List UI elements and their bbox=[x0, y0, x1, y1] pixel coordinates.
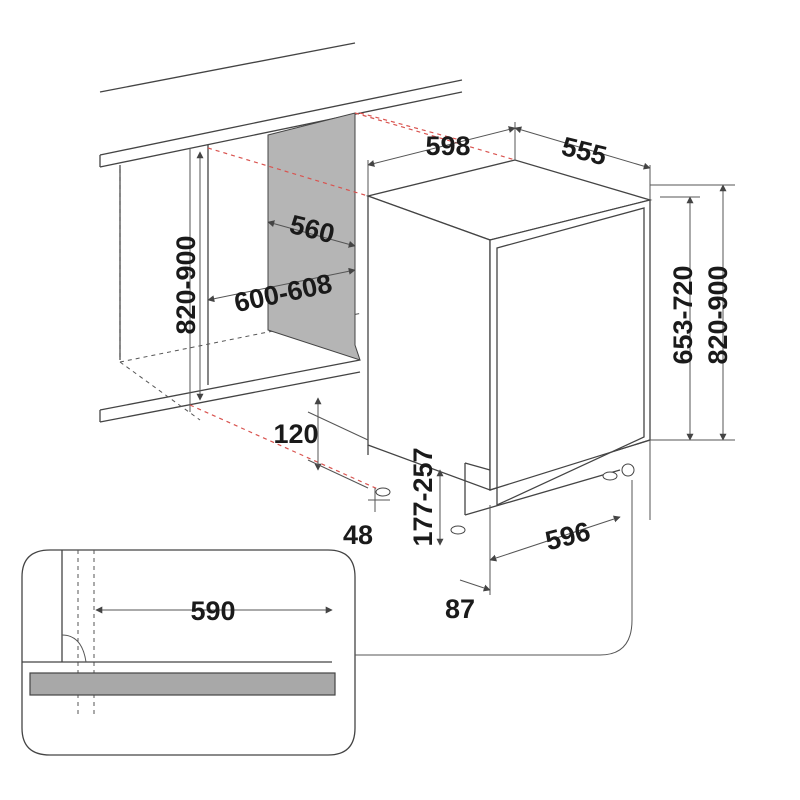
offset-label: 87 bbox=[445, 594, 475, 624]
appliance-height-min-label: 653-720 bbox=[668, 265, 698, 364]
cabinet-outline bbox=[99, 42, 463, 423]
appliance-height-max-label: 820-900 bbox=[703, 265, 733, 364]
dimension-lines bbox=[196, 122, 735, 595]
detail-inset bbox=[21, 480, 633, 756]
niche-height-label: 820-900 bbox=[171, 235, 201, 334]
door-width-label: 596 bbox=[542, 516, 593, 556]
dishwasher-body bbox=[365, 159, 653, 535]
width-label: 598 bbox=[425, 131, 470, 161]
detail-width-label: 590 bbox=[190, 596, 235, 626]
plinth-depth-label: 177-257 bbox=[408, 447, 438, 546]
plinth-label: 120 bbox=[273, 419, 318, 449]
depth-label: 555 bbox=[559, 131, 610, 171]
foot-gap-label: 48 bbox=[343, 520, 373, 550]
